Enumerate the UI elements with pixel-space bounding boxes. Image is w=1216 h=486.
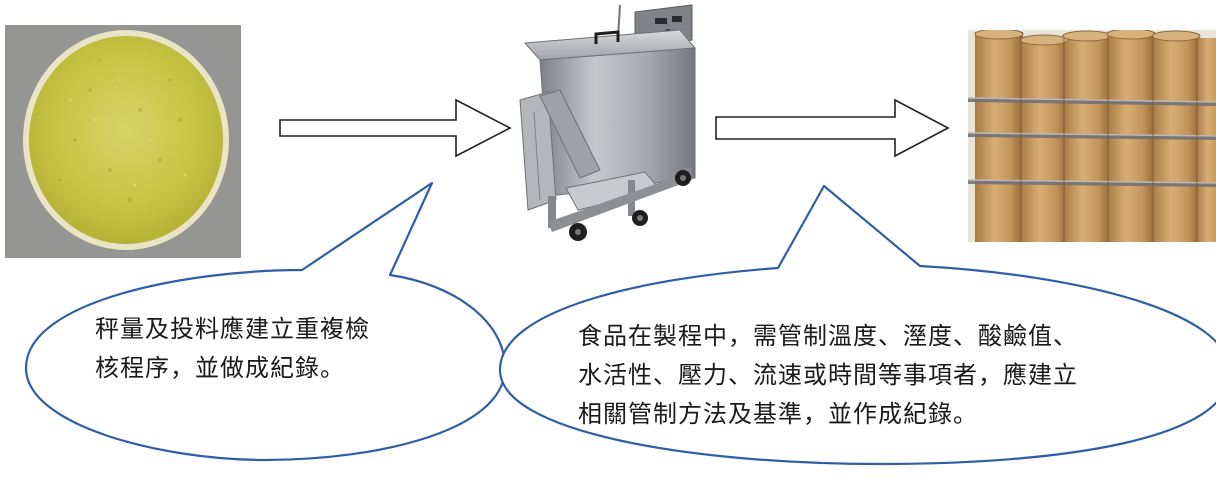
callout-right-line-1: 食品在製程中，需管制溫度、溼度、酸鹼值、 [578, 322, 1078, 350]
callout-left-line-1: 秤量及投料應建立重複檢 [95, 315, 370, 343]
callout-left-line-2: 核程序，並做成紀錄。 [95, 354, 345, 382]
fiber-drums-image [968, 30, 1216, 242]
arrow-right-1 [279, 98, 512, 158]
callout-right-line-2: 水活性、壓力、流速或時間等事項者，應建立 [578, 361, 1078, 389]
yellow-powder-image [5, 25, 241, 258]
stainless-mixer-machine-image [519, 4, 697, 241]
callout-left [24, 181, 507, 462]
callout-left-text: 秤量及投料應建立重複檢 核程序，並做成紀錄。 [95, 310, 370, 388]
callout-right-text: 食品在製程中，需管制溫度、溼度、酸鹼值、 水活性、壓力、流速或時間等事項者，應建… [578, 317, 1078, 434]
callout-right [498, 184, 1216, 466]
callout-right-line-3: 相關管制方法及基準，並作成紀錄。 [578, 400, 978, 428]
arrow-right-2 [715, 98, 950, 158]
